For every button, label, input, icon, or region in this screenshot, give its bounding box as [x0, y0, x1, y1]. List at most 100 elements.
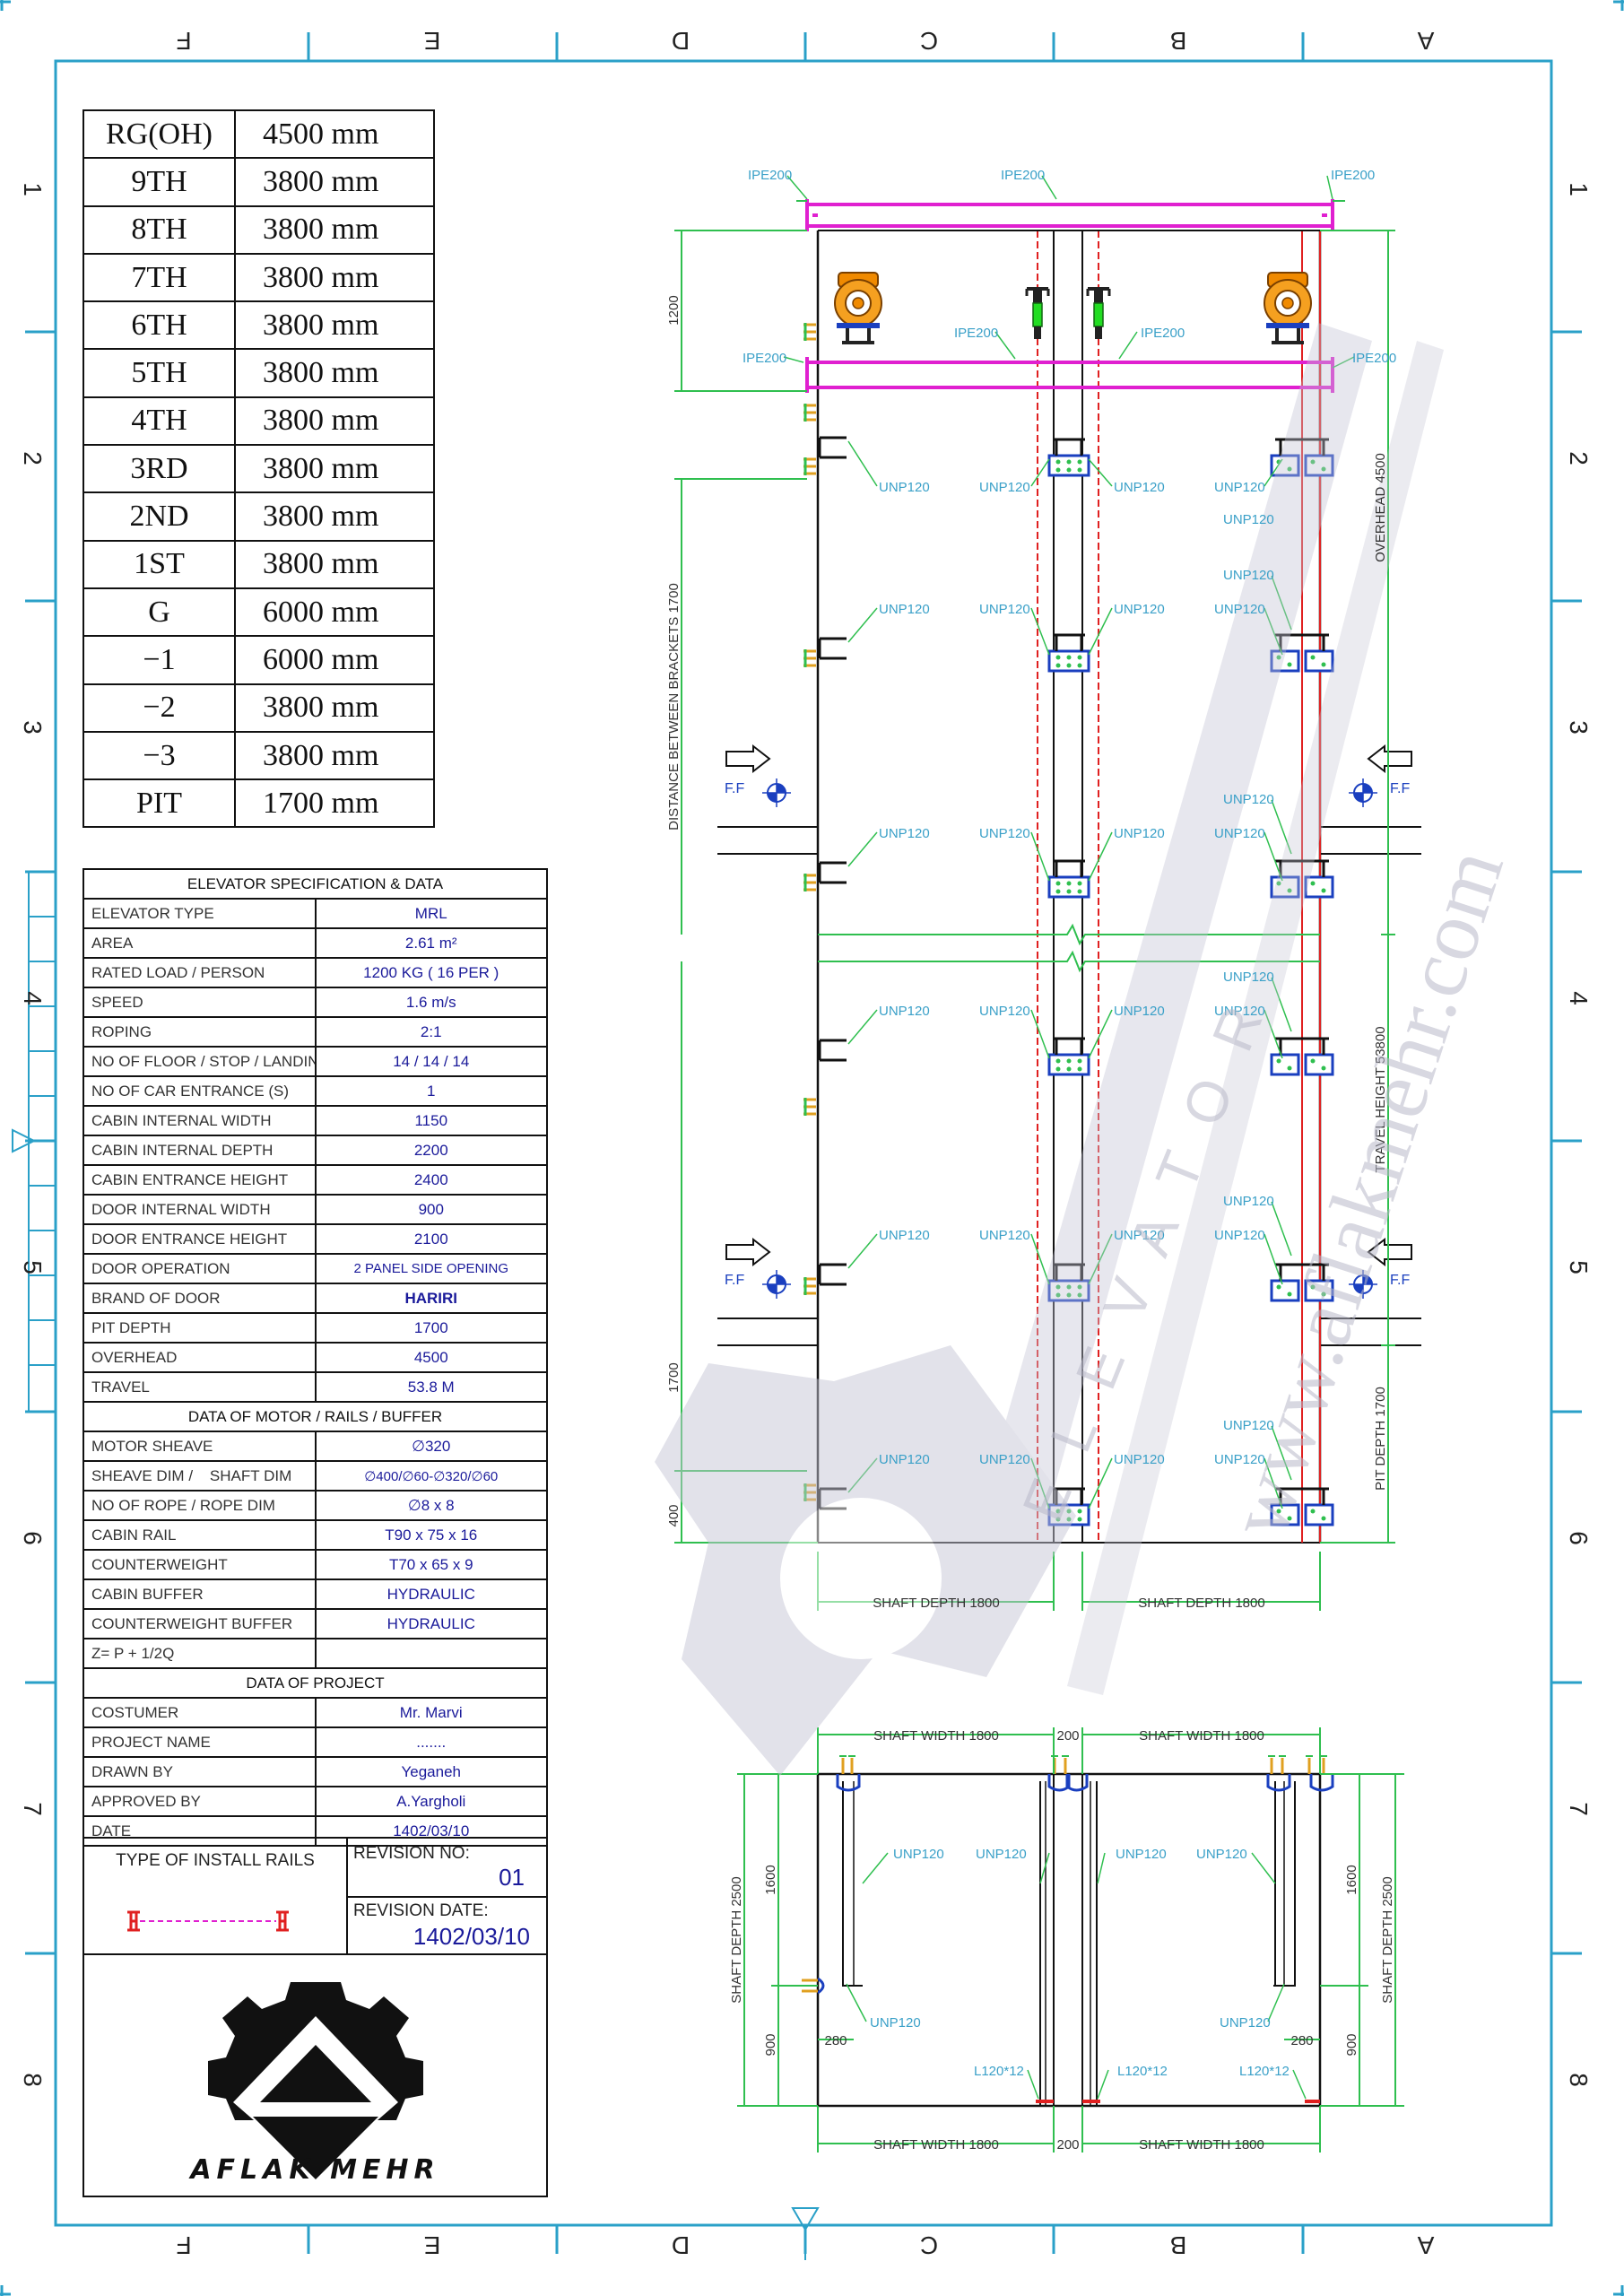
unp-label: UNP120 — [1114, 826, 1165, 841]
spec-label: CABIN BUFFER — [83, 1578, 317, 1610]
grid-row-label: 2 — [1565, 451, 1593, 465]
spec-label: BRAND OF DOOR — [83, 1283, 317, 1314]
dim-label: SHAFT DEPTH 1800 — [873, 1596, 999, 1611]
spec-row: SHEAVE DIM / SHAFT DIM∅400/∅60-∅320/∅60 — [83, 1460, 548, 1492]
revision-no-value: 01 — [499, 1864, 525, 1891]
unp-label: UNP120 — [1214, 1452, 1265, 1467]
spec-label: COSTUMER — [83, 1697, 317, 1728]
grid-column-label: B — [1170, 2231, 1187, 2259]
spec-value: 900 — [314, 1194, 548, 1225]
install-rails-cell: TYPE OF INSTALL RAILS — [84, 1839, 348, 1953]
grid-row-label: 5 — [19, 1260, 47, 1274]
ff-label: F.F — [725, 781, 744, 796]
floor-height: 3800 mm — [234, 683, 435, 733]
unp-label: UNP120 — [879, 1452, 930, 1467]
ff-label: F.F — [1390, 1273, 1410, 1288]
spec-label: ELEVATOR TYPE — [83, 898, 317, 929]
unp-label: UNP120 — [1223, 792, 1274, 807]
ipe-label: IPE200 — [1352, 351, 1396, 366]
angle-label: L120*12 — [1239, 2064, 1290, 2079]
grid-row-label: 4 — [19, 991, 47, 1005]
spec-value: 14 / 14 / 14 — [314, 1046, 548, 1077]
unp-label: UNP120 — [979, 602, 1030, 617]
grid-column-label: D — [672, 27, 690, 55]
grid-row-label: 7 — [1565, 1802, 1593, 1816]
unp-label: UNP120 — [1114, 602, 1165, 617]
dim-label: 280 — [1290, 2033, 1313, 2048]
unp-label: UNP120 — [1223, 1194, 1274, 1209]
unp-label: UNP120 — [979, 1004, 1030, 1019]
spec-value: 2100 — [314, 1223, 548, 1255]
logo-box: AFLAK MEHR — [83, 1953, 548, 2197]
unp-label: UNP120 — [979, 1228, 1030, 1243]
spec-label: TRAVEL — [83, 1371, 317, 1403]
spec-label: COUNTERWEIGHT — [83, 1549, 317, 1580]
floor-height: 3800 mm — [234, 204, 435, 255]
floor-level: G — [83, 587, 236, 638]
grid-column-label: C — [920, 27, 938, 55]
dim-label: 1600 — [763, 1865, 778, 1894]
grid-column-label: D — [672, 2231, 690, 2259]
spec-row: NO OF CAR ENTRANCE (S)1 — [83, 1075, 548, 1107]
grid-row-label: 6 — [1565, 1531, 1593, 1545]
section-title: DATA OF PROJECT — [83, 1667, 548, 1699]
floor-level: 4TH — [83, 396, 236, 447]
grid-row-label: 2 — [19, 451, 47, 465]
dim-label: 200 — [1056, 2137, 1079, 2152]
floor-level: 2ND — [83, 491, 236, 542]
grid-row-label: 4 — [1565, 991, 1593, 1005]
floor-height: 3800 mm — [234, 157, 435, 207]
unp-label: UNP120 — [879, 480, 930, 495]
spec-row: NO OF ROPE / ROPE DIM∅8 x 8 — [83, 1490, 548, 1521]
spec-value: ∅8 x 8 — [314, 1490, 548, 1521]
spec-label: SPEED — [83, 987, 317, 1018]
ipe-label: IPE200 — [1141, 326, 1185, 341]
unp-label: UNP120 — [1214, 480, 1265, 495]
floor-height: 3800 mm — [234, 348, 435, 398]
floor-level: −3 — [83, 730, 236, 781]
revision-no-cell: REVISION NO: 01 — [346, 1839, 546, 1898]
spec-value: ∅400/∅60-∅320/∅60 — [314, 1460, 548, 1492]
spec-label: Z= P + 1/2Q — [83, 1638, 317, 1669]
spec-value: 1700 — [314, 1312, 548, 1344]
floor-level: RG(OH) — [83, 109, 236, 160]
spec-label: DATE — [83, 1815, 317, 1847]
dim-label: SHAFT WIDTH 1800 — [873, 1728, 999, 1744]
floor-level: 3RD — [83, 444, 236, 494]
dim-label: 200 — [1056, 1728, 1079, 1744]
floor-height: 3800 mm — [234, 539, 435, 589]
spec-label: PROJECT NAME — [83, 1726, 317, 1758]
spec-label: DOOR INTERNAL WIDTH — [83, 1194, 317, 1225]
grid-column-label: C — [920, 2231, 938, 2259]
spec-label: DOOR ENTRANCE HEIGHT — [83, 1223, 317, 1255]
dim-label: 280 — [824, 2033, 847, 2048]
company-name: AFLAK MEHR — [190, 2154, 440, 2186]
grid-row-label: 3 — [19, 720, 47, 735]
project-section-header: DATA OF PROJECT — [83, 1667, 548, 1699]
dim-label: SHAFT WIDTH 1800 — [1139, 2137, 1264, 2152]
unp-label: UNP120 — [1114, 1228, 1165, 1243]
install-rails-icon — [127, 1910, 289, 1932]
grid-row-label: 3 — [1565, 720, 1593, 735]
dim-label: SHAFT WIDTH 1800 — [873, 2137, 999, 2152]
floor-height: 1700 mm — [234, 778, 435, 829]
shaft-section-view — [674, 175, 1421, 1611]
floor-level: 5TH — [83, 348, 236, 398]
dim-label: DISTANCE BETWEEN BRACKETS 1700 — [666, 583, 682, 831]
spec-label: CABIN INTERNAL DEPTH — [83, 1135, 317, 1166]
spec-label: APPROVED BY — [83, 1786, 317, 1817]
